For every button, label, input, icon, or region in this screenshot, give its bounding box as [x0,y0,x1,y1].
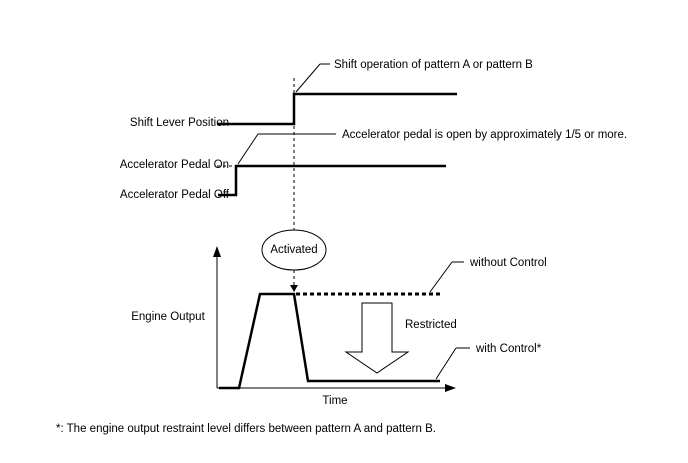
time-axis-label: Time [322,395,347,407]
activated-label: Activated [270,244,317,256]
accelerator-pedal-signal-line [218,164,446,197]
accelerator-open-callout: Accelerator pedal is open by approximate… [342,129,627,141]
activation-arrowhead [290,285,298,292]
x-axis-arrowhead [445,384,456,392]
without-control-leader-line [429,261,453,293]
engine-output-curve-with-control [219,292,440,390]
shift-operation-leader-line [295,63,321,93]
without-control-callout: without Control [469,257,547,269]
accelerator-open-leader-line [237,133,259,165]
restricted-label: Restricted [405,319,457,331]
accelerator-pedal-on-label: Accelerator Pedal On [120,159,229,171]
footnote: *: The engine output restraint level dif… [56,423,436,435]
shift-operation-callout: Shift operation of pattern A or pattern … [334,59,533,71]
accelerator-pedal-off-label: Accelerator Pedal Off [120,189,230,201]
with-control-callout: with Control* [475,343,542,355]
y-axis-arrowhead [213,246,221,257]
restricted-block-arrow [344,302,410,374]
shift-lever-position-label: Shift Lever Position [130,117,229,129]
with-control-leader-line [435,347,457,380]
shift-lever-signal-line [217,92,457,126]
engine-output-label: Engine Output [131,311,205,323]
